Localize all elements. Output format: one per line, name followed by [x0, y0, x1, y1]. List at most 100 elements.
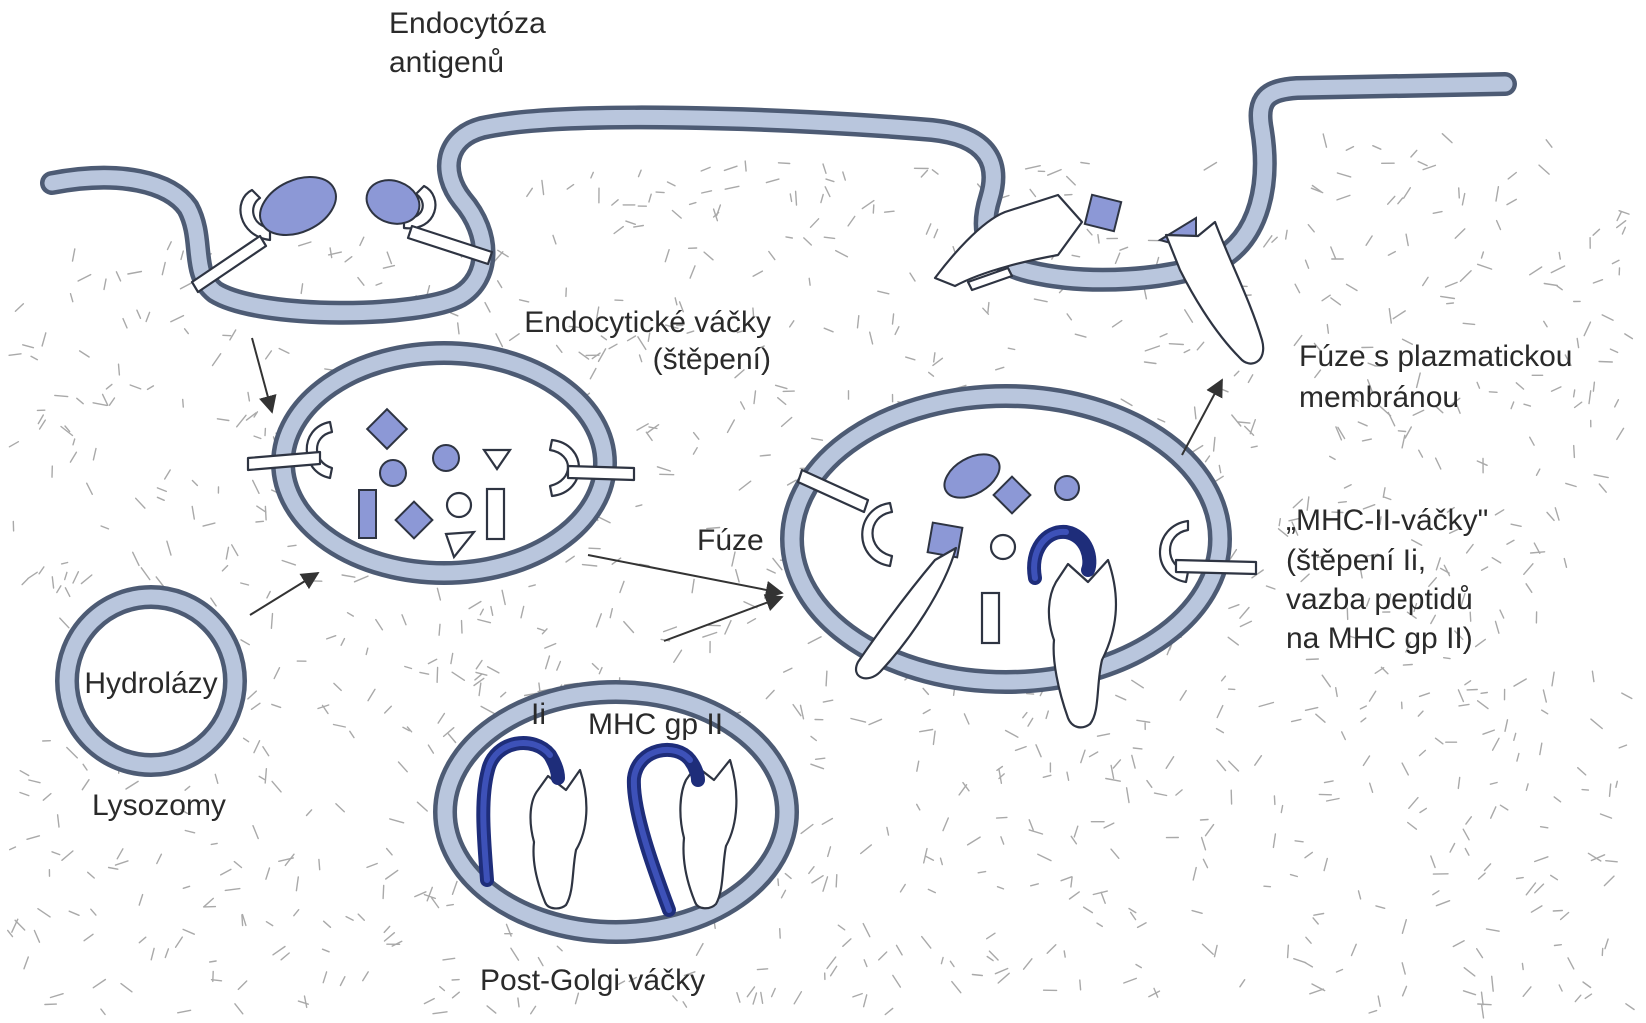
texture-dash: [1306, 708, 1318, 711]
texture-dash: [1084, 907, 1093, 913]
texture-dash: [557, 662, 561, 671]
texture-dash: [242, 915, 243, 926]
texture-dash: [826, 671, 827, 686]
texture-dash: [1366, 236, 1372, 245]
texture-dash: [1071, 836, 1076, 844]
texture-dash: [109, 868, 118, 870]
texture-dash: [23, 345, 34, 348]
texture-dash: [760, 455, 770, 456]
texture-dash: [1593, 382, 1594, 391]
texture-dash: [266, 868, 270, 879]
texture-dash: [941, 858, 943, 864]
texture-dash: [1559, 253, 1560, 260]
label-fusion-plasma-2: membránou: [1299, 381, 1459, 414]
texture-dash: [1240, 621, 1251, 626]
texture-dash: [1500, 805, 1507, 810]
texture-dash: [1029, 820, 1033, 830]
texture-dash: [57, 586, 61, 593]
fragment-circle-3: [447, 493, 471, 517]
texture-dash: [1147, 781, 1152, 788]
texture-dash: [917, 761, 919, 771]
texture-dash: [1526, 784, 1528, 790]
texture-dash: [827, 957, 836, 968]
texture-dash: [447, 905, 453, 906]
texture-dash: [690, 266, 695, 278]
texture-dash: [808, 637, 821, 644]
texture-dash: [222, 566, 227, 571]
texture-dash: [823, 164, 826, 173]
texture-dash: [1575, 995, 1581, 1001]
texture-dash: [20, 793, 29, 796]
texture-dash: [1206, 456, 1210, 462]
texture-dash: [782, 890, 786, 898]
texture-dash: [1322, 295, 1330, 301]
texture-dash: [1465, 849, 1469, 856]
texture-dash: [294, 910, 299, 916]
texture-dash: [1081, 750, 1085, 762]
texture-dash: [796, 191, 797, 205]
texture-dash: [266, 351, 272, 359]
texture-dash: [996, 367, 1004, 370]
texture-dash: [1036, 745, 1041, 757]
texture-dash: [358, 278, 364, 286]
texture-dash: [1464, 968, 1475, 976]
texture-dash: [1306, 659, 1318, 660]
texture-dash: [624, 622, 634, 633]
texture-dash: [1557, 286, 1562, 290]
texture-dash: [529, 585, 535, 587]
texture-dash: [1552, 672, 1554, 686]
texture-dash: [1347, 284, 1358, 290]
texture-dash: [1496, 187, 1498, 201]
texture-dash: [1420, 808, 1426, 812]
texture-dash: [266, 922, 272, 926]
texture-dash: [748, 619, 756, 624]
texture-dash: [1446, 282, 1458, 287]
texture-dash: [204, 898, 213, 906]
texture-dash: [825, 187, 830, 197]
label-mhc-vesicles-2: (štěpení Ii,: [1286, 544, 1426, 577]
texture-dash: [136, 498, 145, 508]
texture-dash: [1273, 834, 1275, 847]
texture-dash: [439, 624, 440, 635]
texture-dash: [1574, 446, 1575, 458]
texture-dash: [93, 980, 105, 988]
texture-dash: [288, 545, 296, 546]
texture-dash: [1031, 884, 1039, 886]
texture-dash: [478, 620, 491, 623]
texture-dash: [1006, 731, 1018, 738]
fragment-rect-2: [487, 489, 504, 539]
texture-dash: [376, 283, 382, 285]
texture-dash: [636, 505, 642, 507]
label-post-golgi: Post-Golgi váčky: [480, 964, 705, 997]
texture-dash: [221, 869, 231, 875]
texture-dash: [1378, 996, 1380, 1006]
texture-dash: [437, 668, 438, 683]
texture-dash: [501, 692, 506, 696]
texture-dash: [1214, 438, 1215, 452]
texture-dash: [84, 934, 93, 940]
texture-dash: [702, 191, 712, 193]
texture-dash: [1591, 719, 1602, 728]
texture-dash: [753, 271, 762, 276]
texture-dash: [1535, 884, 1544, 893]
texture-dash: [1523, 987, 1531, 996]
texture-dash: [203, 523, 215, 526]
texture-dash: [928, 889, 935, 892]
texture-dash: [1540, 743, 1542, 754]
texture-dash: [809, 278, 810, 285]
texture-dash: [590, 369, 596, 379]
texture-dash: [1543, 690, 1546, 702]
texture-dash: [725, 621, 731, 634]
texture-dash: [704, 252, 713, 260]
texture-dash: [355, 576, 369, 582]
texture-dash: [22, 579, 28, 585]
texture-dash: [1500, 610, 1504, 618]
texture-dash: [861, 845, 872, 854]
texture-dash: [1517, 878, 1524, 879]
texture-dash: [873, 205, 874, 213]
texture-dash: [1459, 188, 1460, 198]
texture-dash: [1202, 838, 1206, 850]
texture-dash: [487, 1006, 496, 1013]
texture-dash: [988, 303, 989, 313]
texture-dash: [843, 939, 851, 946]
